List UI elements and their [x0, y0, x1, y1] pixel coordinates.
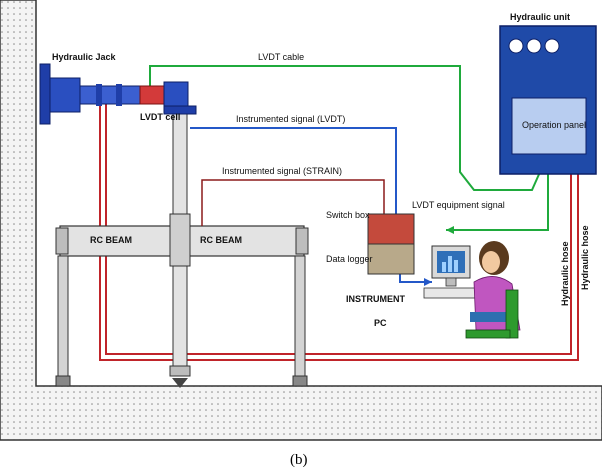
- hydraulic-hose-label-2: Hydraulic hose: [580, 225, 590, 290]
- rc-beam-assembly: [55, 213, 309, 267]
- strain-signal-line: [201, 179, 385, 226]
- switch-box: [367, 213, 415, 245]
- hydraulic-jack: [39, 63, 197, 125]
- pc-instrument-label: INSTRUMENT: [346, 294, 405, 304]
- data-logger: [367, 243, 415, 275]
- pc-label: PC: [374, 318, 387, 328]
- hydraulic-jack-label: Hydraulic Jack: [52, 52, 117, 62]
- switch-box-label: Switch box: [326, 210, 370, 220]
- support-legs: [55, 255, 308, 387]
- lvdt-cable-line: [149, 65, 549, 231]
- reaction-wall: [0, 0, 602, 441]
- lvdt-cell-label: LVDT cell: [140, 112, 180, 122]
- data-logger-label: Data logger: [326, 254, 373, 264]
- hydraulic-unit-label: Hydraulic unit: [510, 12, 570, 22]
- figure-caption: (b): [290, 452, 308, 468]
- hydraulic-hose-label-1: Hydraulic hose: [560, 241, 570, 306]
- operation-panel-label: Operation panel: [522, 120, 586, 130]
- instrumented-signal-lvdt-label: Instrumented signal (LVDT): [236, 114, 345, 124]
- lvdt-cable-label: LVDT cable: [258, 52, 304, 62]
- instrumented-signal-strain-label: Instrumented signal (STRAIN): [222, 166, 342, 176]
- beam-right-label: RC BEAM: [200, 235, 242, 245]
- hydraulic-unit: [499, 25, 597, 175]
- lvdt-equipment-signal-label: LVDT equipment signal: [412, 200, 505, 210]
- beam-left-label: RC BEAM: [90, 235, 132, 245]
- operator-person: [465, 241, 521, 339]
